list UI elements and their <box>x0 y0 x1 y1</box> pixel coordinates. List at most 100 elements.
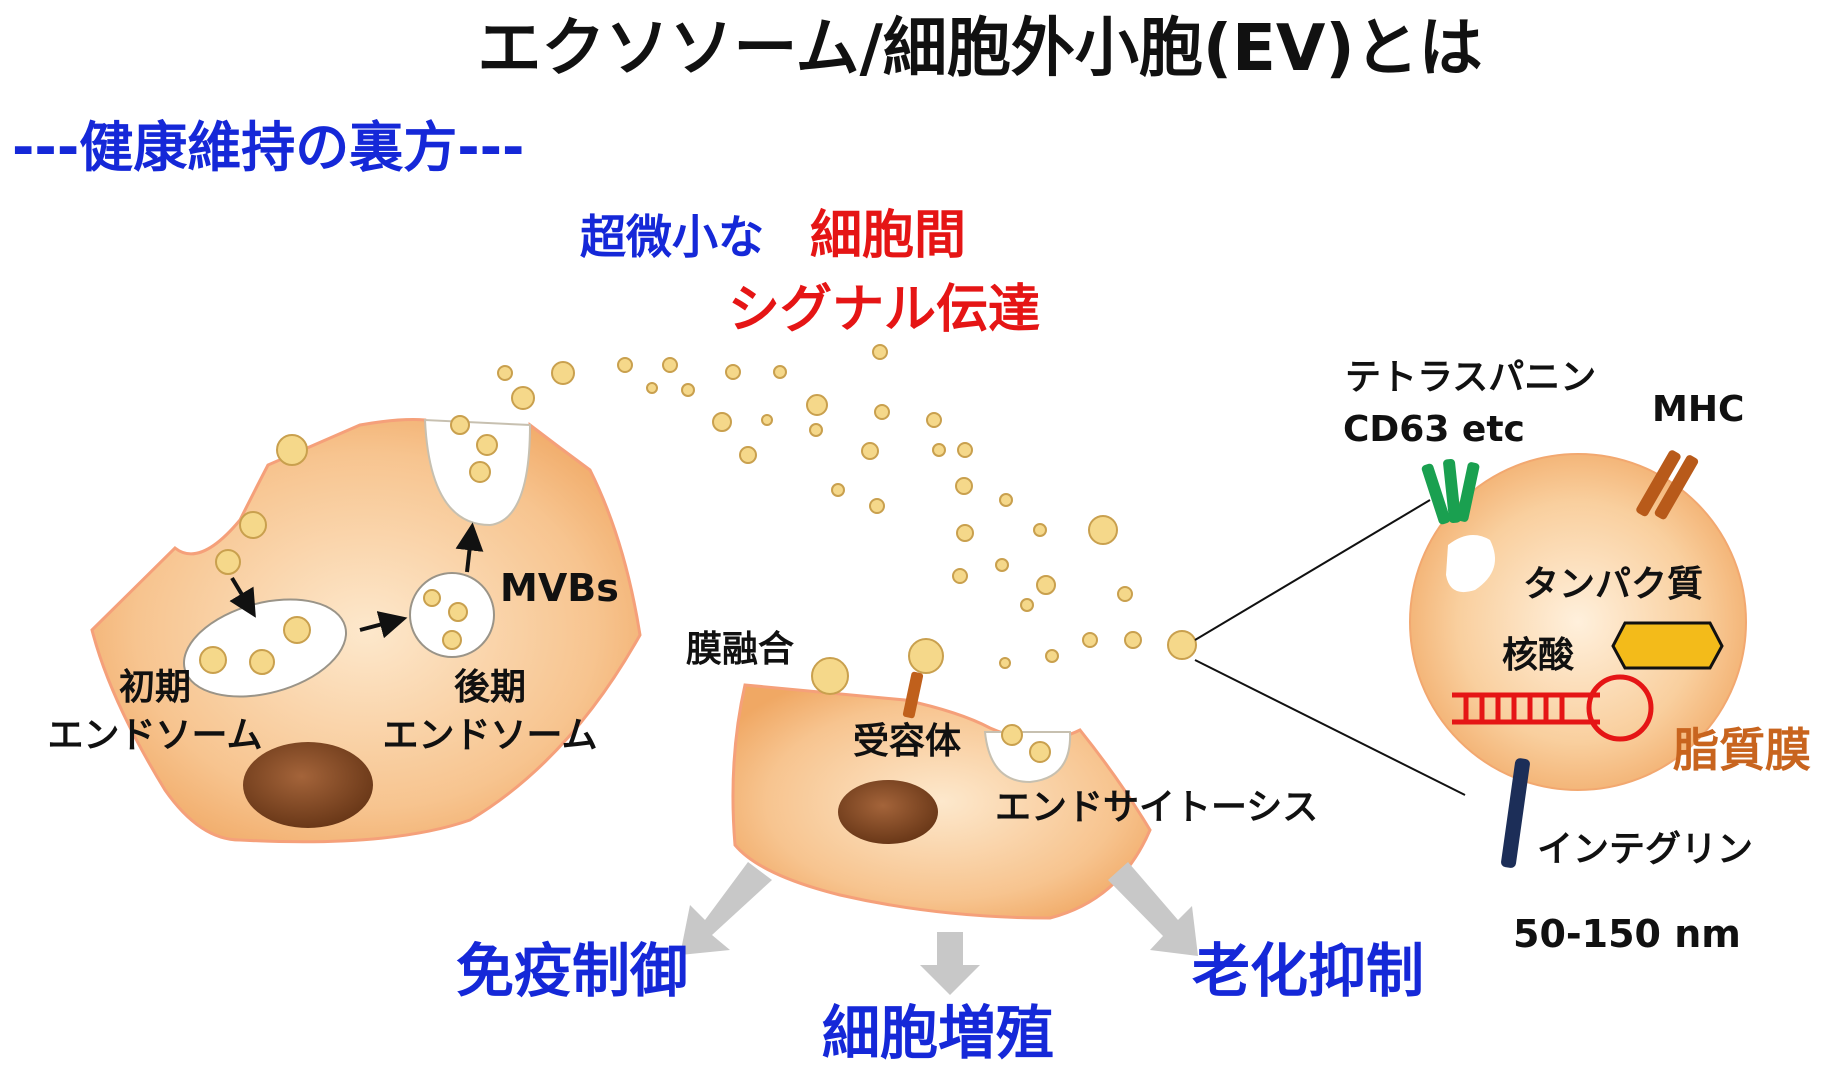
exosome-dot <box>1001 724 1023 746</box>
mvbs-label: MVBs <box>500 566 619 610</box>
secreted-vesicle <box>957 442 973 458</box>
exosome-detail <box>1409 450 1747 868</box>
secreted-vesicle <box>999 657 1011 669</box>
secreted-vesicle <box>725 364 741 380</box>
secreted-vesicle <box>511 386 535 410</box>
secreted-vesicle <box>872 344 888 360</box>
nucleic-acid <box>1452 674 1654 742</box>
late-endosome-label-1: 後期 <box>453 667 527 708</box>
arrow-aging <box>1108 862 1198 956</box>
tetraspanin-label-2: CD63 etc <box>1343 409 1525 450</box>
secreted-vesicle <box>869 498 885 514</box>
mhc-protein <box>1636 450 1699 520</box>
protein-label: タンパク質 <box>1523 564 1704 605</box>
exosome-dot <box>199 646 227 674</box>
fusing-vesicle <box>811 657 849 695</box>
secreted-vesicle <box>806 394 828 416</box>
secreted-vesicle <box>1088 515 1118 545</box>
donor-cell <box>90 415 642 844</box>
secreted-vesicle <box>861 442 879 460</box>
secreted-vesicle <box>646 382 658 394</box>
exosome-dot <box>1029 741 1051 763</box>
secreted-vesicle <box>999 493 1013 507</box>
tetraspanin-protein <box>1421 458 1480 525</box>
budding-vesicle <box>276 434 308 466</box>
secreted-vesicle <box>1020 598 1034 612</box>
exosome-dot <box>469 461 491 483</box>
secreted-vesicle <box>874 404 890 420</box>
secreted-vesicle <box>761 414 773 426</box>
effect-immune: 免疫制御 <box>456 937 689 1005</box>
secreted-vesicle <box>809 423 823 437</box>
pathway-arrow <box>359 611 408 639</box>
integrin-label: インテグリン <box>1537 829 1754 870</box>
secreted-vesicle <box>617 357 633 373</box>
endocytosis-pocket <box>983 731 1072 784</box>
receptor-vesicle <box>908 638 944 674</box>
exosome-dot <box>423 589 441 607</box>
signal-transduction: シグナル伝達 <box>728 280 1041 340</box>
tetraspanin-label-1: テトラスパニン <box>1345 357 1597 398</box>
secreted-vesicle <box>712 412 732 432</box>
vesicle-stream <box>497 344 1197 669</box>
secreted-vesicle <box>831 483 845 497</box>
exosome-dot <box>476 434 498 456</box>
secreted-vesicle <box>1045 649 1059 663</box>
late-endosome-label-2: エンドソーム <box>382 715 598 756</box>
receptor-label: 受容体 <box>853 721 962 762</box>
endocytosis-label: エンドサイトーシス <box>995 787 1319 828</box>
receptor-stalk <box>902 671 924 719</box>
lipid-membrane-label: 脂質膜 <box>1673 723 1811 777</box>
donor-cell-body <box>90 418 642 844</box>
arrow-proliferation <box>920 932 980 995</box>
protein-shape <box>1611 621 1724 670</box>
early-endosome-label-1: 初期 <box>118 667 192 708</box>
pathway-arrow <box>229 576 256 618</box>
early-endosome-label-2: エンドソーム <box>47 715 263 756</box>
exosome-pocket <box>1446 535 1495 593</box>
secreted-vesicle <box>995 558 1009 572</box>
exosome-body <box>1409 453 1747 791</box>
secreted-vesicle <box>662 357 678 373</box>
page-title: エクソソーム/細胞外小胞(EV)とは <box>477 12 1483 86</box>
zoom-line <box>1194 659 1466 796</box>
effect-arrows <box>680 862 1198 995</box>
effect-proliferation: 細胞増殖 <box>822 999 1055 1067</box>
exosome-dot <box>448 602 468 622</box>
effect-aging: 老化抑制 <box>1192 937 1425 1005</box>
exosome-dot <box>450 415 470 435</box>
exosome-dot <box>442 630 462 650</box>
signal-intercellular: 細胞間 <box>810 206 967 266</box>
membrane-fusion-label: 膜融合 <box>686 629 795 670</box>
secreted-vesicle <box>932 443 946 457</box>
budding-vesicle <box>215 549 241 575</box>
secreted-vesicle <box>551 361 575 385</box>
secreted-vesicle <box>1033 523 1047 537</box>
secreted-vesicle <box>956 524 974 542</box>
secreted-vesicle <box>497 365 513 381</box>
nucleic-acid-label: 核酸 <box>1502 635 1575 676</box>
signal-ultrasmall: 超微小な <box>580 210 764 264</box>
secreted-vesicle <box>739 446 757 464</box>
subtitle: ---健康維持の裏方--- <box>12 116 525 179</box>
recipient-cell <box>731 638 1152 920</box>
secreted-vesicle <box>1124 631 1142 649</box>
secreted-vesicle <box>955 477 973 495</box>
donor-nucleus <box>243 742 373 828</box>
secreted-vesicle <box>926 412 942 428</box>
pathway-arrow <box>455 522 484 573</box>
secreted-vesicle <box>773 365 787 379</box>
secreted-vesicle <box>681 383 695 397</box>
exosome-dot <box>283 616 311 644</box>
budding-vesicle <box>239 511 267 539</box>
integrin-protein <box>1501 758 1530 868</box>
mhc-label: MHC <box>1652 389 1745 430</box>
zoom-line <box>1194 499 1431 641</box>
secreted-vesicle <box>1167 630 1197 660</box>
exosome-dot <box>249 649 275 675</box>
arrow-immune <box>680 862 772 955</box>
secreted-vesicle <box>1117 586 1133 602</box>
secreted-vesicle <box>1082 632 1098 648</box>
secreted-vesicle <box>1036 575 1056 595</box>
